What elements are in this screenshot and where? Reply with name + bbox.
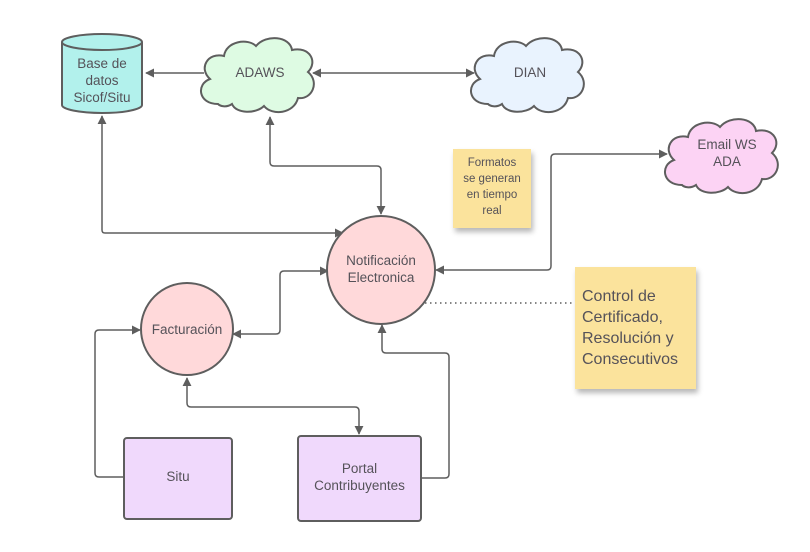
adaws-node[interactable] bbox=[200, 37, 315, 114]
sticky-note-formatos-text: Formatos se generan en tiempo real bbox=[463, 157, 521, 217]
sticky-note-control[interactable]: Control de Certificado, Resolución y Con… bbox=[575, 267, 696, 389]
situ-label: Situ bbox=[166, 468, 190, 484]
dian-label: DIAN bbox=[513, 64, 547, 80]
sticky-note-control-text: Control de Certificado, Resolución y Con… bbox=[582, 288, 679, 368]
notificacion-node[interactable] bbox=[326, 215, 436, 325]
adaws-label: ADAWS bbox=[235, 64, 285, 80]
edge-database-notificacion[interactable] bbox=[97, 115, 344, 238]
facturacion-label: Facturación bbox=[151, 321, 223, 337]
facturacion-node[interactable] bbox=[140, 282, 234, 376]
edge-notificacion-email[interactable] bbox=[435, 149, 668, 275]
edge-adaws-notificacion[interactable] bbox=[265, 116, 386, 215]
edge-portal-to-notificacion[interactable] bbox=[377, 324, 450, 479]
portal-label: Portal Contribuyentes bbox=[314, 461, 405, 493]
email-node[interactable] bbox=[664, 118, 779, 195]
database-node[interactable] bbox=[61, 33, 143, 114]
sticky-note-formatos[interactable]: Formatos se generan en tiempo real bbox=[453, 149, 531, 228]
notificacion-label: Notificación Electronica bbox=[346, 253, 416, 285]
situ-node[interactable] bbox=[123, 437, 233, 520]
portal-node[interactable] bbox=[297, 435, 422, 522]
database-label: Base de datos Sicof/Situ bbox=[73, 55, 131, 105]
email-label: Email WS ADA bbox=[697, 137, 757, 169]
edge-facturacion-portal[interactable] bbox=[182, 377, 364, 435]
edge-facturacion-notificacion[interactable] bbox=[232, 266, 329, 339]
dian-node[interactable] bbox=[470, 37, 585, 114]
edge-situ-to-facturacion[interactable] bbox=[94, 325, 141, 478]
